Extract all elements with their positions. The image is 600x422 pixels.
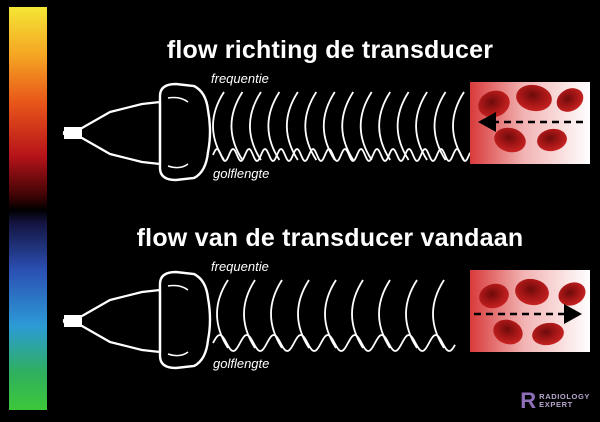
wavefront-arc (359, 91, 373, 161)
watermark-logo-icon: R (520, 388, 537, 413)
wavelength-sine-wave (212, 334, 456, 352)
color-scale-cool (9, 223, 47, 410)
wavelength-label: golflengte (213, 166, 270, 181)
blood-vessel-panel (470, 82, 590, 164)
frequency-wavefronts (212, 91, 465, 161)
red-blood-cell (532, 322, 564, 346)
color-scale-warm (9, 7, 47, 197)
wavefront-arc (415, 91, 428, 161)
wavelength-label: golflengte (213, 356, 270, 371)
flow-arrow-right-icon (474, 304, 582, 324)
wavefront-arc (249, 91, 262, 161)
wavefront-arc (297, 279, 310, 349)
wavefront-arc (378, 91, 391, 161)
panel-toward (62, 82, 590, 182)
red-blood-cell (556, 88, 584, 112)
red-blood-cell (558, 282, 586, 306)
wavefront-arc (304, 91, 318, 161)
wavefront-arc (378, 279, 391, 349)
wavefront-arc (243, 279, 256, 349)
wavefront-arc (405, 279, 418, 349)
wavefront-arc (324, 279, 337, 349)
wavefront-arc (230, 91, 244, 161)
wavefront-arc (270, 279, 283, 349)
transducer-probe-icon (62, 82, 212, 182)
red-blood-cell (516, 84, 552, 112)
red-blood-cell (478, 90, 510, 118)
red-blood-cell (537, 128, 567, 152)
panel-title-away: flow van de transducer vandaan (136, 224, 524, 252)
flow-arrow-left-icon (478, 112, 585, 132)
red-blood-cell (515, 278, 549, 306)
red-blood-cell (493, 319, 523, 345)
wavefront-arc (433, 91, 447, 161)
wavelength-sine-wave (212, 148, 471, 162)
frequency-label: frequentie (211, 71, 269, 86)
watermark-text: RADIOLOGY EXPERT (539, 392, 590, 409)
blood-vessel-panel (470, 270, 590, 352)
panel-away (62, 270, 590, 370)
red-blood-cell (494, 127, 526, 153)
frequency-label: frequentie (211, 259, 269, 274)
wavefront-arc (341, 91, 354, 161)
panel-title-toward: flow richting de transducer (166, 36, 494, 64)
red-blood-cell (479, 283, 509, 309)
wavefront-arc (351, 279, 364, 349)
wavefront-arc (323, 91, 336, 161)
wavefront-arc (432, 279, 445, 349)
wavefront-arc (216, 279, 229, 349)
red-blood-cells (478, 84, 584, 153)
color-scale-gap (9, 197, 47, 223)
wavefront-arc (267, 91, 281, 161)
transducer-probe-icon (62, 270, 212, 370)
frequency-wavefronts (216, 279, 445, 349)
red-blood-cells (479, 278, 586, 346)
radiology-expert-watermark: R RADIOLOGY EXPERT (520, 388, 590, 413)
color-scale-bar (9, 7, 47, 410)
